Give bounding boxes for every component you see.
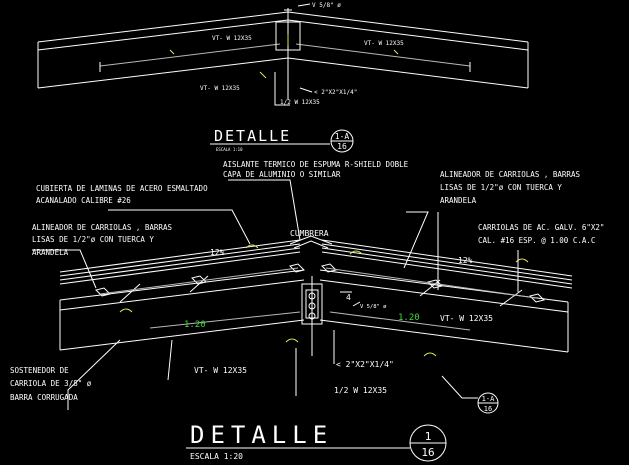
ridge-splice-plate [301, 276, 323, 356]
aligner-right-line-3: ARANDELA [440, 196, 477, 205]
main-detail-ref-top: 1 [425, 430, 432, 443]
support-rod-line-2: CARRIOLA DE 3/8" ø [10, 379, 92, 388]
main-detail-title: DETALLE ESCALA 1:20 1 16 [186, 421, 447, 462]
beam-right-label: VT- W 12X35 [440, 314, 493, 323]
leader-lines [32, 179, 519, 410]
purlins-line-1: CARRIOLAS DE AC. GALV. 6"X2" [478, 223, 604, 232]
bolt-label: V 5/8" ø [360, 304, 387, 310]
aligner-right-line-1: ALINEADOR DE CARRIOLAS , BARRAS [440, 170, 580, 179]
aligner-left-line-3: ARANDELA [32, 248, 69, 257]
roof-sheet-line-2: ACANALADO CALIBRE #26 [36, 196, 131, 205]
aligner-right-line-2: LISAS DE 1/2"ø CON TUERCA Y [440, 183, 562, 192]
top-label-bottom-beam: VT- W 12X35 [200, 85, 240, 92]
main-detail-scale: ESCALA 1:20 [190, 452, 243, 461]
purlins-line-2: CAL. #16 ESP. @ 1.00 C.A.C [478, 236, 595, 245]
small-detail-title-text: DETALLE [214, 127, 291, 145]
support-rod-line-1: SOSTENEDOR DE [10, 366, 69, 375]
section-ref-top: 1-A [482, 395, 495, 403]
small-detail-title: DETALLE ESCALA 1:10 1-A 16 [210, 127, 354, 153]
angle-label: < 2"X2"X1/4" [336, 360, 394, 369]
slope-left-label: 12% [210, 248, 225, 257]
insulation-line-1: AISLANTE TERMICO DE ESPUMA R-SHIELD DOBL… [223, 160, 409, 169]
bolt-count-label: 4 [346, 293, 351, 302]
top-label-half-beam: 1/2 W 12X35 [280, 99, 320, 106]
top-label-rafter-right: VT- W 12X35 [364, 40, 404, 47]
annotations: AISLANTE TERMICO DE ESPUMA R-SHIELD DOBL… [10, 160, 604, 402]
aligner-left-line-1: ALINEADOR DE CARRIOLAS , BARRAS [32, 223, 172, 232]
beam-left-label: VT- W 12X35 [194, 366, 247, 375]
small-detail-scale: ESCALA 1:10 [216, 147, 243, 152]
small-detail-ref-bottom: 16 [337, 142, 347, 151]
small-detail-ref-top: 1-A [335, 132, 350, 141]
ridge-label: CUMBRERA [290, 229, 329, 238]
purlins-left [95, 263, 305, 303]
top-ridge-view: VT- W 12X35 VT- W 12X35 VT- W 12X35 1/2 … [37, 2, 529, 106]
purlins-right [321, 263, 545, 307]
half-beam-label: 1/2 W 12X35 [334, 386, 387, 395]
roof-sheet-line-1: CUBIERTA DE LAMINAS DE ACERO ESMALTADO [36, 184, 208, 193]
main-detail-title-text: DETALLE [190, 421, 333, 449]
top-label-rafter-left: VT- W 12X35 [212, 35, 252, 42]
section-ref-bubble: 1-A 16 [477, 392, 499, 414]
aligner-left-line-2: LISAS DE 1/2"ø CON TUERCA Y [32, 235, 154, 244]
insulation-line-2: CAPA DE ALUMINIO O SIMILAR [223, 170, 341, 179]
section-ref-bottom: 16 [484, 405, 492, 413]
main-ridge-detail [59, 235, 573, 357]
top-label-bolt: V 5/8" ø [312, 2, 341, 9]
top-label-angle: < 2"X2"X1/4" [314, 89, 357, 96]
slope-right-label: 12% [458, 256, 473, 265]
dim-left-label: 1.20 [184, 320, 206, 330]
support-rod-line-3: BARRA CORRUGADA [10, 393, 78, 402]
dim-right-label: 1.20 [398, 313, 420, 323]
main-detail-ref-bottom: 16 [421, 446, 434, 459]
